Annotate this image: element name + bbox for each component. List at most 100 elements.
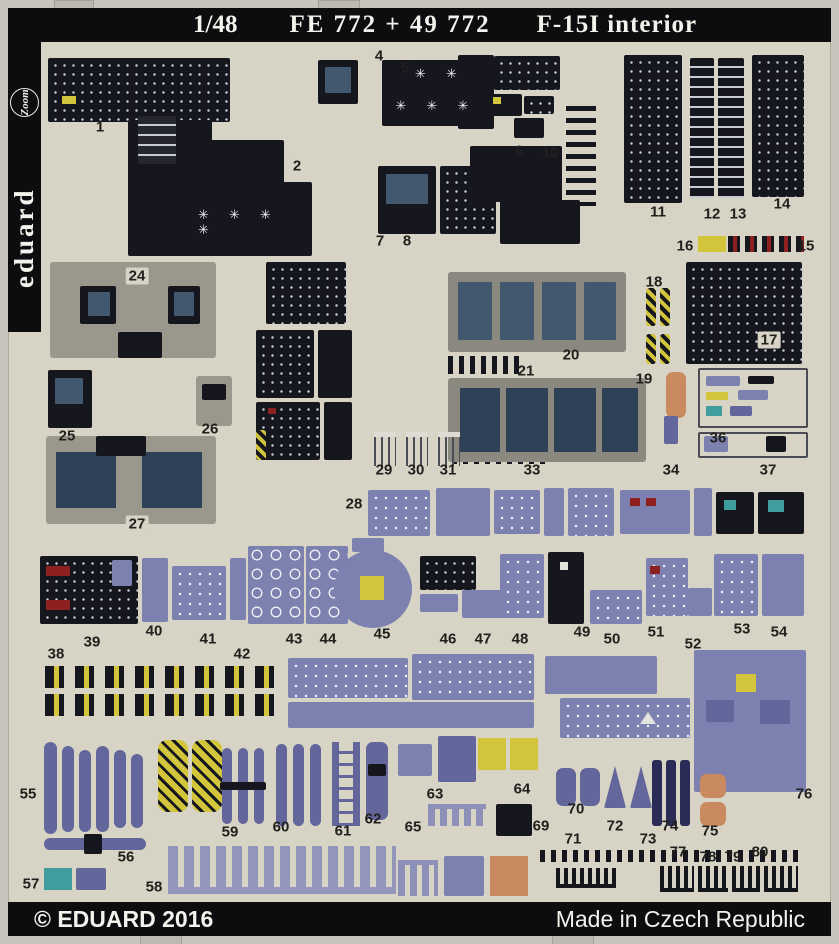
etched-part-shape <box>168 846 396 894</box>
part-number-62: 62 <box>364 810 382 828</box>
footer-band: © EDUARD 2016 Made in Czech Republic <box>8 902 831 936</box>
etched-part-shape <box>748 376 774 384</box>
etched-part-shape <box>766 436 786 452</box>
brand-strip: Zoom eduard <box>8 8 41 332</box>
etched-part-shape <box>470 146 562 202</box>
part-number-17: 17 <box>757 331 781 349</box>
part-number-11: 11 <box>650 203 666 221</box>
etched-part-shape <box>436 488 490 536</box>
etched-part-shape <box>62 96 76 104</box>
part-number-28: 28 <box>345 495 363 513</box>
etched-part-shape <box>46 600 70 610</box>
part-number-72: 72 <box>606 817 624 835</box>
etched-part-shape <box>760 700 790 724</box>
etched-part-shape <box>368 490 430 536</box>
etched-part-shape <box>602 388 638 452</box>
part-number-71: 71 <box>564 830 582 848</box>
etched-part-shape <box>360 576 384 600</box>
etched-part-shape <box>256 430 266 460</box>
part-number-2: 2 <box>289 157 305 175</box>
part-number-41: 41 <box>199 630 217 648</box>
part-number-47: 47 <box>474 630 492 648</box>
etched-part-shape <box>76 868 106 890</box>
etched-part-shape <box>704 436 728 452</box>
part-number-18: 18 <box>645 273 663 291</box>
part-number-52: 52 <box>684 635 702 653</box>
part-number-31: 31 <box>439 461 457 479</box>
etched-part-shape <box>768 500 784 512</box>
part-number-20: 20 <box>562 346 580 364</box>
part-number-73: 73 <box>639 830 657 848</box>
etched-part-shape <box>566 106 596 206</box>
etched-part-shape <box>664 416 678 444</box>
part-number-24: 24 <box>125 267 149 285</box>
part-number-48: 48 <box>511 630 529 648</box>
etched-part-shape <box>478 738 506 770</box>
etched-part-shape <box>202 384 226 400</box>
etched-part-shape <box>700 802 726 826</box>
etched-part-shape <box>698 368 808 428</box>
etched-part-shape <box>545 656 657 694</box>
etched-part-shape <box>428 804 486 826</box>
part-number-39: 39 <box>83 633 101 651</box>
part-number-29: 29 <box>375 461 393 479</box>
etched-part-shape <box>252 182 312 256</box>
part-number-27: 27 <box>125 515 149 533</box>
etched-part-shape <box>716 492 754 534</box>
etched-part-shape: ✳ ✳ ✳ ✳ <box>198 208 279 238</box>
etched-part-shape <box>366 742 388 820</box>
etched-part-shape <box>758 492 804 534</box>
subject-title: F-15I interior <box>536 11 698 38</box>
etched-part-shape <box>738 390 768 400</box>
etched-part-shape <box>56 452 116 508</box>
etched-part-shape <box>500 200 580 244</box>
etched-part-shape <box>40 694 284 716</box>
etched-part-shape <box>714 554 758 616</box>
etched-part-shape <box>660 334 670 364</box>
etched-part-shape <box>138 116 176 164</box>
etched-part-shape <box>686 262 802 364</box>
etched-part-shape <box>44 868 72 890</box>
etched-part-shape <box>131 754 143 828</box>
etched-part-shape <box>324 402 352 460</box>
part-number-65: 65 <box>404 818 422 836</box>
etched-part-shape <box>458 55 494 129</box>
etched-part-shape <box>398 860 438 896</box>
etched-part-shape <box>540 850 802 862</box>
etched-part-shape <box>730 406 752 416</box>
etched-part-shape <box>318 330 352 398</box>
part-number-43: 43 <box>285 630 303 648</box>
etched-part-shape <box>276 744 287 826</box>
part-number-61: 61 <box>334 822 352 840</box>
etched-part-shape <box>420 594 458 612</box>
part-number-80: 80 <box>751 843 769 861</box>
etched-part-shape <box>493 97 501 104</box>
part-number-59: 59 <box>221 823 239 841</box>
etched-part-shape <box>698 432 808 458</box>
etched-part-shape <box>494 490 540 534</box>
part-number-60: 60 <box>272 818 290 836</box>
etched-part-shape <box>524 96 554 114</box>
part-number-37: 37 <box>759 461 777 479</box>
etched-part-shape <box>500 282 534 340</box>
part-number-7: 7 <box>375 232 385 250</box>
etched-part-shape <box>652 760 662 826</box>
etched-part-shape <box>706 700 734 722</box>
etched-part-shape <box>584 282 616 340</box>
etched-part-shape <box>706 406 722 416</box>
part-number-76: 76 <box>795 785 813 803</box>
product-code: FE 772 + 49 772 <box>289 11 491 38</box>
etched-part-shape <box>706 392 728 400</box>
etched-part-shape <box>398 744 432 776</box>
part-number-54: 54 <box>770 623 788 641</box>
etched-part-shape <box>325 67 351 93</box>
etched-part-shape <box>494 56 560 90</box>
part-number-69: 69 <box>532 817 550 835</box>
etched-part-shape <box>142 558 168 622</box>
etched-part-shape <box>220 782 266 790</box>
part-number-13: 13 <box>729 205 747 223</box>
etched-part-shape <box>542 282 576 340</box>
part-number-15: 15 <box>797 237 815 255</box>
part-number-14: 14 <box>773 195 791 213</box>
